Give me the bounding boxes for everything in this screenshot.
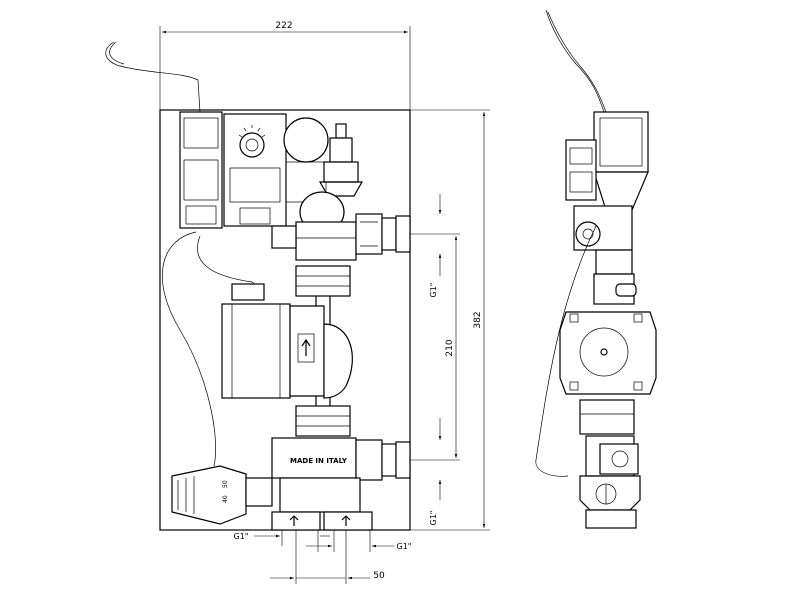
spacing-dimension: 210	[445, 339, 455, 356]
control-box	[179, 111, 223, 229]
side-control-box	[593, 111, 649, 173]
sensor-clip	[231, 283, 265, 301]
supply-arrow-icon	[341, 515, 351, 526]
thermostat-scale-top: 50	[222, 480, 229, 488]
side-pump	[559, 311, 657, 395]
side-actuator	[565, 139, 597, 201]
thread-bottom-left: G1"	[234, 532, 249, 541]
upper-valve-body	[271, 191, 357, 261]
dimensions: 222 382 210 G1" G1" G1" G1"	[159, 21, 490, 584]
bottom-spacing-dimension: 50	[373, 571, 385, 581]
upper-outlet	[355, 213, 411, 255]
lower-manifold: MADE IN ITALY	[271, 437, 411, 513]
return-arrow-icon	[289, 515, 299, 526]
flow-arrow-icon	[301, 338, 311, 356]
round-sensor	[283, 117, 329, 163]
thermostat-scale-bottom: 40	[222, 495, 229, 503]
circulator-pump	[221, 303, 353, 399]
actuator-dial	[239, 132, 265, 158]
thread-upper-right: G1"	[429, 283, 438, 298]
side-view	[535, 9, 657, 529]
side-capillary-tube	[535, 225, 597, 477]
bottom-ports	[271, 511, 373, 531]
upper-union-nut	[295, 265, 351, 297]
width-dimension: 222	[275, 21, 292, 31]
dial-ticks	[238, 125, 266, 138]
made-in-italy-label: MADE IN ITALY	[290, 457, 348, 465]
height-dimension: 382	[473, 311, 483, 328]
thread-bottom-right: G1"	[397, 542, 412, 551]
side-lower-union	[579, 399, 635, 435]
thread-lower-right: G1"	[429, 511, 438, 526]
air-vent	[318, 123, 364, 197]
thermostatic-head: 50 40	[171, 465, 273, 525]
capillary-tube	[161, 231, 216, 467]
front-view: MADE IN ITALY 50 40	[105, 41, 411, 531]
lower-union-nut	[295, 405, 351, 437]
power-cable	[105, 41, 201, 113]
sensor-tube	[197, 235, 263, 291]
side-power-cable	[545, 9, 605, 113]
valve-actuator	[223, 113, 287, 227]
power-cable-end	[109, 41, 125, 65]
